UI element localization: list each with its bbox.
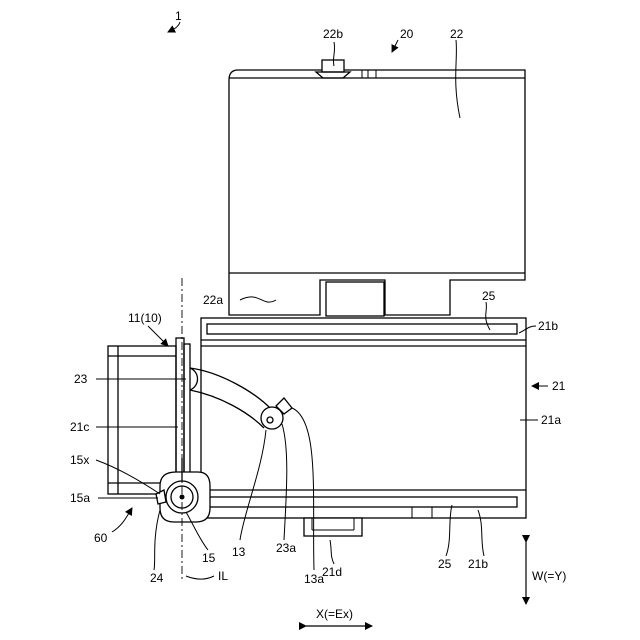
label-20: 20 (400, 27, 414, 41)
label-21b-bottom: 21b (468, 557, 488, 571)
label-22a: 22a (203, 293, 223, 307)
label-24: 24 (150, 571, 164, 585)
label-25-bottom: 25 (438, 557, 452, 571)
label-21c: 21c (70, 420, 89, 434)
label-axis-x: X(=Ex) (316, 607, 353, 621)
label-il: IL (218, 569, 228, 583)
upper-unit-22 (229, 60, 525, 316)
label-11-10: 11(10) (128, 311, 162, 325)
label-23: 23 (74, 372, 88, 386)
label-15x: 15x (70, 453, 89, 467)
label-22: 22 (450, 27, 464, 41)
label-15a: 15a (70, 491, 90, 505)
label-25-top: 25 (482, 289, 496, 303)
label-axis-w: W(=Y) (532, 569, 566, 583)
label-21a: 21a (541, 413, 561, 427)
label-21b-top: 21b (538, 319, 558, 333)
label-23a: 23a (276, 541, 296, 555)
guide-arm-23 (190, 368, 292, 429)
label-21d: 21d (322, 565, 342, 579)
label-15: 15 (202, 551, 216, 565)
label-60: 60 (94, 531, 108, 545)
label-22b: 22b (323, 27, 343, 41)
lower-unit-21 (201, 318, 526, 536)
label-13: 13 (232, 545, 246, 559)
label-fig-ref: 1 (175, 9, 182, 23)
rotation-unit-60 (156, 458, 210, 522)
label-21: 21 (552, 379, 566, 393)
